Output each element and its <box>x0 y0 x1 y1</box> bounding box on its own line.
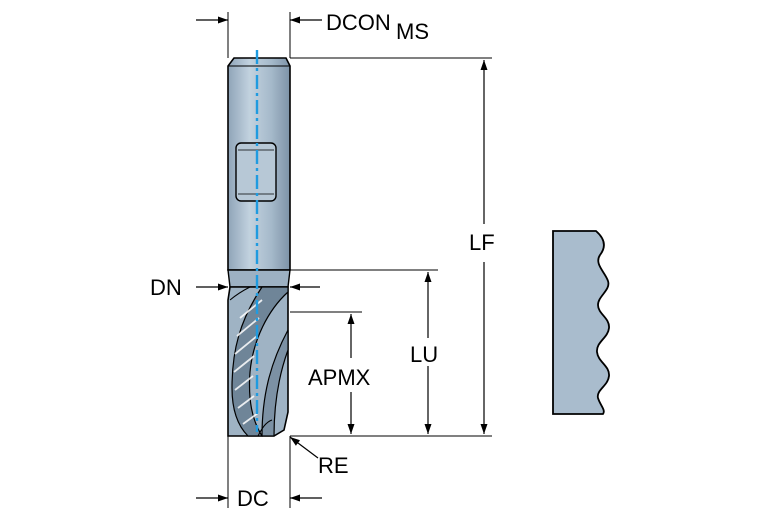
dim-apmx: APMX <box>290 311 371 434</box>
label-dc: DC <box>237 486 269 511</box>
label-dcon-sub: MS <box>396 19 429 44</box>
label-dcon: DCON <box>326 10 391 35</box>
label-lu: LU <box>410 342 438 367</box>
dim-lu: LU <box>290 269 438 434</box>
dim-re: RE <box>289 436 349 478</box>
tool-neck <box>227 269 291 288</box>
flute-profile <box>552 230 610 415</box>
label-lf: LF <box>469 230 495 255</box>
dim-dc: DC <box>196 436 322 511</box>
label-re: RE <box>318 453 349 478</box>
dim-dn: DN <box>150 275 320 300</box>
label-apmx: APMX <box>308 365 371 390</box>
dim-lf: LF <box>290 57 495 437</box>
label-dn: DN <box>150 275 182 300</box>
dim-dcon: DCON MS <box>196 10 429 58</box>
